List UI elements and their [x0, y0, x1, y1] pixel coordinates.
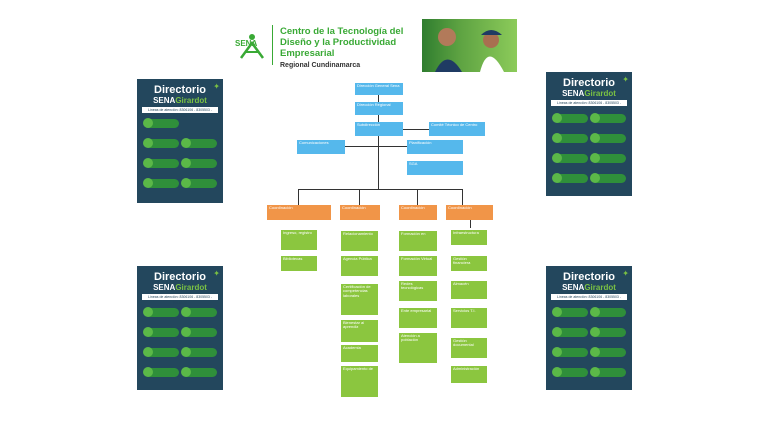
org-unit-box[interactable]: Gestión financiera — [451, 256, 487, 271]
contact-pill — [552, 367, 588, 377]
contact-pill — [590, 347, 626, 357]
contact-pill — [143, 367, 179, 377]
person-photo-icon — [435, 28, 504, 72]
org-connector — [345, 146, 407, 147]
contact-pill — [552, 173, 588, 183]
directory-phone-lines: Líneas de atención: 8306106 - 8305503 - … — [142, 294, 218, 305]
org-connector — [378, 95, 379, 190]
org-unit-box[interactable]: Gestión documental — [451, 338, 487, 358]
org-unit-box[interactable]: Agencia Pública — [341, 256, 378, 276]
org-connector — [359, 189, 360, 205]
org-unit-box[interactable]: Infraestructura — [451, 230, 487, 245]
star-icon: ✦ — [213, 82, 220, 91]
contact-pill — [143, 158, 179, 168]
org-subdirector-box[interactable]: Subdirección — [355, 122, 403, 136]
header-banner: SENA Centro de la Tecnología del Diseño … — [232, 19, 517, 72]
org-unit-box[interactable]: Bienestar al aprendiz — [341, 320, 378, 342]
org-unit-box[interactable]: Ente empresarial — [399, 308, 437, 328]
org-coordination-3[interactable]: Coordinación — [399, 205, 437, 220]
org-coordination-4[interactable]: Coordinación — [446, 205, 493, 220]
directory-phone-lines: Líneas de atención: 8306106 - 8305503 - … — [551, 294, 627, 305]
contact-pill — [552, 307, 588, 317]
directory-card-bottom-left[interactable]: ✦ Directorio SENAGirardot Líneas de aten… — [137, 266, 223, 390]
contact-pill — [143, 138, 179, 148]
directory-phone-lines: Líneas de atención: 8306106 - 8305503 - … — [551, 100, 627, 111]
directory-card-top-right[interactable]: ✦ Directorio SENAGirardot Líneas de aten… — [546, 72, 632, 196]
org-unit-box[interactable]: Formación en — [399, 231, 437, 251]
org-connector — [417, 189, 418, 205]
directory-card-top-left[interactable]: ✦ Directorio SENAGirardot Líneas de aten… — [137, 79, 223, 203]
directory-subtitle: SENAGirardot — [153, 96, 207, 105]
contact-pill — [590, 367, 626, 377]
contact-pill — [181, 158, 217, 168]
contact-pill — [181, 138, 217, 148]
contact-pill — [143, 118, 179, 128]
contact-pill — [552, 113, 588, 123]
contact-pill — [590, 173, 626, 183]
org-unit-box[interactable]: Bibliotecas — [281, 256, 317, 271]
org-coordination-1[interactable]: Coordinación — [267, 205, 331, 220]
contact-pill — [552, 347, 588, 357]
org-connector — [462, 189, 463, 205]
org-comunicaciones-box[interactable]: Comunicaciones — [297, 140, 345, 154]
banner-photo — [422, 19, 517, 72]
directory-phone-lines: Líneas de atención: 8306106 - 8305503 - … — [142, 107, 218, 118]
contact-pill — [181, 327, 217, 337]
directory-title: Directorio — [154, 271, 206, 283]
star-icon: ✦ — [622, 75, 629, 84]
org-director-box[interactable]: Dirección General Sena — [355, 83, 403, 95]
org-connector — [298, 189, 299, 205]
contact-pill — [590, 133, 626, 143]
contact-pill — [143, 178, 179, 188]
org-planificacion-box[interactable]: Planificación — [407, 140, 463, 154]
directory-subtitle: SENAGirardot — [153, 283, 207, 292]
org-unit-box[interactable]: Redes tecnológicas — [399, 281, 437, 301]
contact-pill — [181, 347, 217, 357]
contact-pill — [590, 307, 626, 317]
contact-pill — [181, 307, 217, 317]
directory-subtitle: SENAGirardot — [562, 283, 616, 292]
contact-pill — [590, 327, 626, 337]
directory-subtitle: SENAGirardot — [562, 89, 616, 98]
org-unit-box[interactable]: Relacionamiento — [341, 231, 378, 251]
org-unit-box[interactable]: Certificación de competencias laborales — [341, 284, 378, 315]
org-unit-box[interactable]: Almacén — [451, 281, 487, 299]
contact-pill — [552, 153, 588, 163]
directory-card-bottom-right[interactable]: ✦ Directorio SENAGirardot Líneas de aten… — [546, 266, 632, 390]
contact-pill — [181, 367, 217, 377]
contact-pill — [590, 113, 626, 123]
star-icon: ✦ — [622, 269, 629, 278]
contact-pill — [552, 133, 588, 143]
star-icon: ✦ — [213, 269, 220, 278]
contact-pill — [143, 307, 179, 317]
org-unit-box[interactable]: Equipamiento de — [341, 366, 378, 397]
org-comite-box[interactable]: Comité Técnico de Centro — [429, 122, 485, 136]
directory-title: Directorio — [563, 271, 615, 283]
org-connector — [298, 189, 462, 190]
sena-logo-text: SENA — [235, 39, 258, 48]
org-sga-box[interactable]: SGA — [407, 161, 463, 175]
directory-title: Directorio — [154, 84, 206, 96]
org-unit-box[interactable]: Servicios T.I. — [451, 308, 487, 328]
org-coordination-2[interactable]: Coordinación — [340, 205, 380, 220]
org-unit-box[interactable]: Ingreso, registro — [281, 230, 317, 250]
contact-pill — [143, 327, 179, 337]
org-unit-box[interactable]: Administración — [451, 366, 487, 383]
org-connector — [470, 220, 471, 228]
org-unit-box[interactable]: Academia — [341, 345, 378, 362]
contact-pill — [143, 347, 179, 357]
region-subtitle: Regional Cundinamarca — [280, 62, 361, 69]
contact-pill — [181, 178, 217, 188]
directory-title: Directorio — [563, 77, 615, 89]
org-unit-box[interactable]: Formación Virtual — [399, 256, 437, 276]
banner-divider — [272, 25, 273, 65]
org-unit-box[interactable]: Atención a población — [399, 333, 437, 363]
sena-logo-icon — [239, 34, 265, 59]
org-regional-box[interactable]: Dirección Regional — [355, 102, 403, 115]
contact-pill — [590, 153, 626, 163]
org-connector — [402, 129, 429, 130]
contact-pill — [552, 327, 588, 337]
center-title: Centro de la Tecnología del Diseño y la … — [280, 26, 404, 59]
